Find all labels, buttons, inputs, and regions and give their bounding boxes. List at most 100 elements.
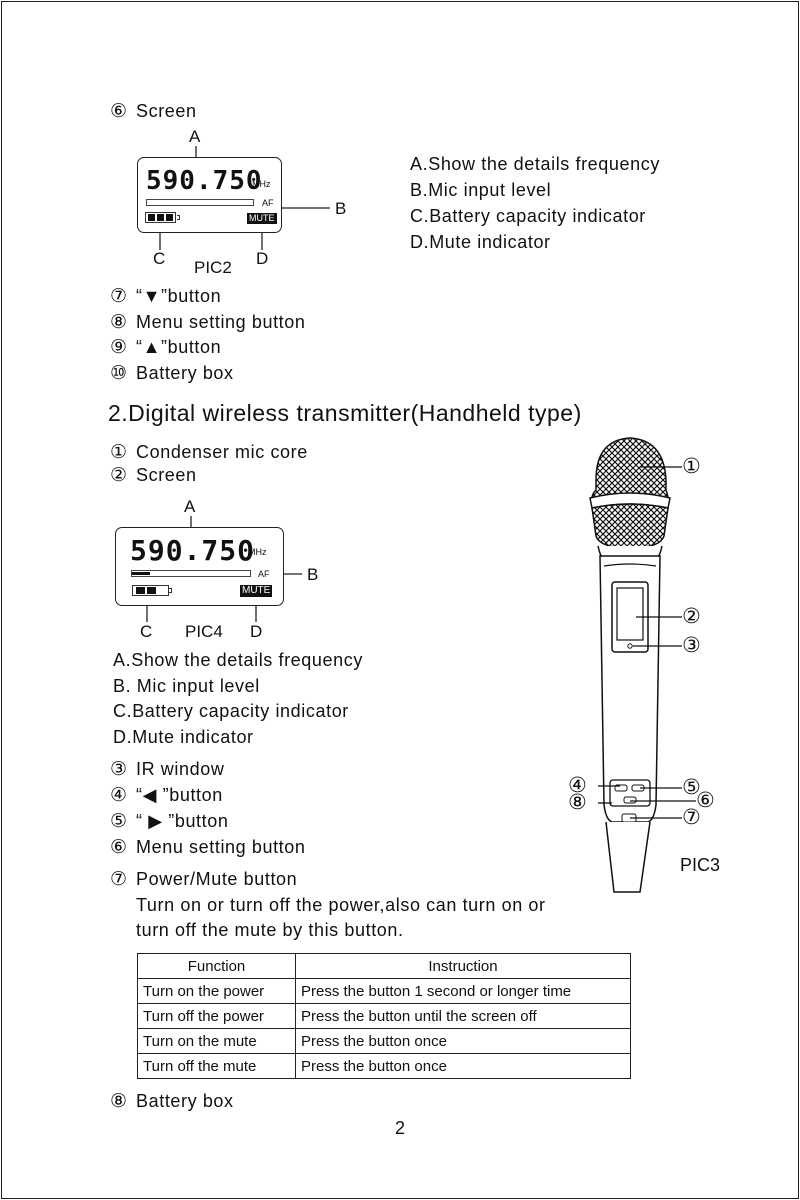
pic4-callout-d: D <box>250 622 263 641</box>
description-line: turn off the mute by this button. <box>136 920 404 940</box>
pic2-callout-b: B <box>335 199 347 218</box>
pic4-lcd: 590.750 MHz AF MUTE <box>115 527 284 606</box>
legend-item: C.Battery capacity indicator <box>410 206 646 226</box>
legend-item: A.Show the details frequency <box>410 154 660 174</box>
pic3-callout-7: ⑦ <box>682 805 701 829</box>
list-item-mic-core: ① Condenser mic core <box>110 443 308 462</box>
legend-item: D.Mute indicator <box>410 232 551 252</box>
list-label: Menu setting button <box>136 312 306 332</box>
pic4-mute-indicator: MUTE <box>240 585 273 597</box>
table-cell: Press the button 1 second or longer time <box>295 978 631 1004</box>
pic2-lcd: 590.750 MHz AF MUTE <box>137 157 282 233</box>
table-row: Turn on the mute Press the button once <box>137 1028 631 1054</box>
list-label: Condenser mic core <box>136 442 308 462</box>
table-row: Turn off the power Press the button unti… <box>137 1003 631 1029</box>
page-number: 2 <box>395 1118 406 1138</box>
list-number: ⑨ <box>110 336 128 358</box>
list-label: “ ▶ ”button <box>136 811 229 831</box>
list-item-up-button: ⑨ “▲”button <box>110 338 221 357</box>
description-line: Turn on or turn off the power,also can t… <box>136 895 546 915</box>
pic4-callout-a: A <box>184 497 196 516</box>
list-number: ③ <box>110 758 128 780</box>
list-number: ⑧ <box>110 1090 128 1112</box>
table-row: Turn on the power Press the button 1 sec… <box>137 978 631 1004</box>
list-label: Battery box <box>136 1091 234 1111</box>
legend-item: A.Show the details frequency <box>113 650 363 670</box>
pic2-callout-c: C <box>153 249 166 268</box>
list-number: ⑤ <box>110 810 128 832</box>
list-label: Screen <box>136 101 197 121</box>
pic4-battery <box>132 585 169 596</box>
pic4-frequency: 590.750 <box>130 534 256 567</box>
pic2-callout-d: D <box>256 249 269 268</box>
list-number: ② <box>110 464 128 486</box>
pic4-caption: PIC4 <box>185 622 223 641</box>
pic4-callout-b: B <box>307 565 319 584</box>
table-row: Turn off the mute Press the button once <box>137 1053 631 1079</box>
list-number: ⑩ <box>110 362 128 384</box>
table-cell: Turn off the power <box>137 1003 296 1029</box>
pic3-callout-4: ④ <box>568 773 587 797</box>
list-item-menu-button-2: ⑥ Menu setting button <box>110 838 306 857</box>
list-number: ⑦ <box>110 868 128 890</box>
list-item-battery-box-2: ⑧ Battery box <box>110 1092 234 1111</box>
legend-item: B.Mic input level <box>410 180 552 200</box>
pic3-callout-2: ② <box>682 604 701 628</box>
legend-item: B. Mic input level <box>113 676 260 696</box>
pic4-callout-c: C <box>140 622 153 641</box>
list-item-battery-box: ⑩ Battery box <box>110 364 234 383</box>
function-table: Function Instruction Turn on the power P… <box>137 953 631 1079</box>
legend-item: D.Mute indicator <box>113 727 254 747</box>
table-cell: Press the button until the screen off <box>295 1003 631 1029</box>
table-cell: Turn on the power <box>137 978 296 1004</box>
list-label: Menu setting button <box>136 837 306 857</box>
pic3-callout-6: ⑥ <box>696 788 715 812</box>
table-cell: Press the button once <box>295 1053 631 1079</box>
list-item-menu-button: ⑧ Menu setting button <box>110 313 306 332</box>
list-number: ⑦ <box>110 285 128 307</box>
table-cell: Press the button once <box>295 1028 631 1054</box>
list-item-ir-window: ③ IR window <box>110 760 224 779</box>
list-label: “◀ ”button <box>136 785 223 805</box>
pic2-af-meter <box>146 199 254 206</box>
pic3-callout-8: ⑧ <box>568 790 587 814</box>
pic2-callout-a: A <box>189 127 201 146</box>
pic2-unit: MHz <box>252 179 271 189</box>
list-item-left-button: ④ “◀ ”button <box>110 786 223 805</box>
table-header-row: Function Instruction <box>137 953 631 979</box>
pic3-caption: PIC3 <box>680 855 721 875</box>
list-label: “▼”button <box>136 286 222 306</box>
pic2-frequency: 590.750 <box>146 166 263 196</box>
pic2-battery <box>145 212 176 223</box>
pic3-callout-1: ① <box>682 454 701 478</box>
list-item-power-mute: ⑦ Power/Mute button <box>110 870 297 889</box>
list-number: ① <box>110 441 128 463</box>
legend-item: C.Battery capacity indicator <box>113 701 349 721</box>
section-heading: 2.Digital wireless transmitter(Handheld … <box>108 400 582 426</box>
pic4-af-meter <box>131 570 251 577</box>
table-cell: Turn off the mute <box>137 1053 296 1079</box>
list-item-screen: ⑥ Screen <box>110 102 197 121</box>
pic2-caption: PIC2 <box>194 258 232 277</box>
list-number: ④ <box>110 784 128 806</box>
list-item-right-button: ⑤ “ ▶ ”button <box>110 812 228 831</box>
pic4-af-label: AF <box>258 569 270 579</box>
list-item-screen-2: ② Screen <box>110 466 197 485</box>
list-label: Power/Mute button <box>136 869 298 889</box>
list-number: ⑥ <box>110 836 128 858</box>
pic3-callout-5: ⑤ <box>682 775 701 799</box>
pic4-unit: MHz <box>248 547 267 557</box>
pic3-callout-3: ③ <box>682 633 701 657</box>
list-label: “▲”button <box>136 337 222 357</box>
table-header: Function <box>137 953 296 979</box>
list-number: ⑥ <box>110 100 128 122</box>
list-number: ⑧ <box>110 311 128 333</box>
list-label: IR window <box>136 759 225 779</box>
table-cell: Turn on the mute <box>137 1028 296 1054</box>
pic2-af-label: AF <box>262 198 274 208</box>
table-header: Instruction <box>295 953 631 979</box>
list-label: Screen <box>136 465 197 485</box>
list-label: Battery box <box>136 363 234 383</box>
